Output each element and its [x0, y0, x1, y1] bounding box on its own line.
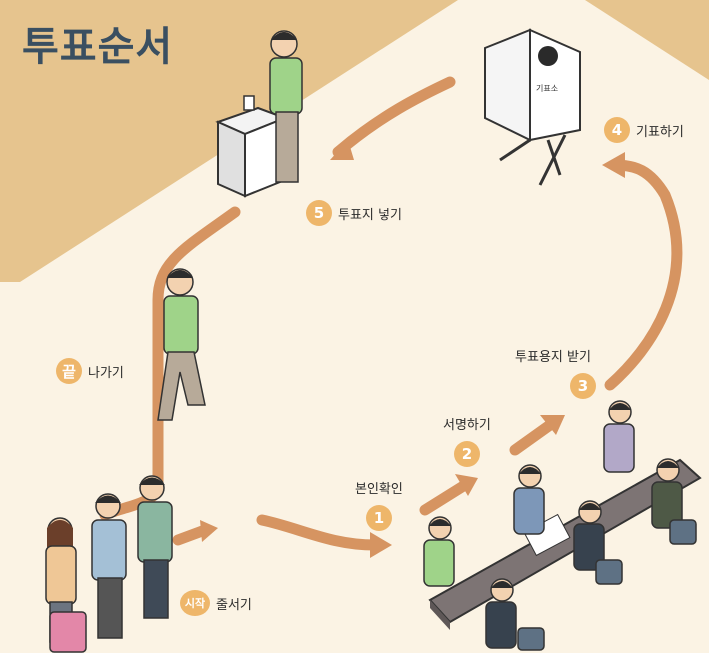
step-3-badge: 3	[570, 373, 596, 399]
background-band-right	[585, 0, 709, 80]
step-5-badge: 5	[306, 200, 332, 226]
step-4-label: 기표하기	[636, 124, 684, 140]
voting-booth	[484, 28, 581, 186]
flow-arrowheads	[200, 140, 625, 558]
step-2-label: 서명하기	[443, 418, 491, 433]
step-2-badge: 2	[453, 441, 480, 467]
step-3-label: 투표용지 받기	[515, 350, 591, 365]
staff-people	[423, 400, 683, 649]
page-title: 투표순서	[22, 24, 174, 70]
step-start-label: 줄서기	[216, 597, 252, 613]
booth-sign: 기표소	[536, 84, 559, 93]
ballot-box	[215, 95, 288, 198]
staff-chairs	[517, 519, 697, 651]
flow-path	[99, 76, 683, 551]
person-at-ballot-box	[269, 30, 303, 183]
step-end-label: 나가기	[88, 365, 124, 381]
step-end: 끝 나가기	[56, 358, 124, 384]
step-3: 투표용지 받기 3	[510, 346, 596, 399]
step-1-label: 본인확인	[355, 482, 403, 497]
step-4: 4 기표하기	[604, 117, 684, 143]
step-1: 본인확인 1	[355, 478, 403, 531]
queue-people	[45, 475, 173, 653]
step-end-badge: 끝	[56, 358, 82, 384]
step-1-badge: 1	[365, 505, 392, 531]
step-start-badge: 시작	[180, 590, 210, 616]
step-5: 5 투표지 넣기	[306, 200, 402, 226]
step-4-badge: 4	[604, 117, 630, 143]
person-exiting	[157, 268, 206, 421]
step-2: 서명하기 2	[443, 414, 491, 467]
step-start: 시작 줄서기	[180, 590, 252, 616]
step-5-label: 투표지 넣기	[338, 207, 402, 223]
